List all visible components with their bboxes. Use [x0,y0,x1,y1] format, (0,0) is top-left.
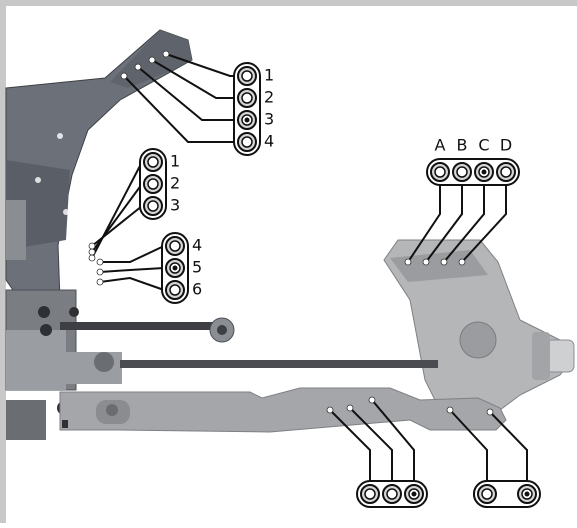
lower-tower-hole-3 [143,196,163,216]
arm-inner-hole-3 [404,484,424,504]
lower-tower-hole-5 [165,258,185,278]
mount-hole-marker [148,56,156,64]
lower-tower-line-2 [91,183,143,253]
hub-hole-D [496,162,516,182]
hub-label-B: B [457,136,468,155]
mount-hole-marker [120,72,128,80]
arm-inner-line-3 [371,399,415,482]
upper-tower-label-4: 4 [264,132,274,151]
hub-line-A [407,184,441,263]
upper-tower-line-3 [137,66,236,121]
lower-tower-line-6 [99,276,165,291]
lower-tower-label-1: 1 [170,152,180,171]
mount-hole-marker [88,248,96,256]
hub-label-C: C [478,136,489,155]
frame-left-bar [0,0,6,523]
mount-hole-marker [96,278,104,286]
hub-line-B [425,184,463,263]
upper-tower-label-3: 3 [264,110,274,129]
mount-hole-marker [326,406,334,414]
arm-inner-line-1 [329,409,371,482]
arm-outer-hole-2 [517,484,537,504]
hub-label-A: A [435,136,446,155]
upper-tower-line-2 [151,59,236,99]
upper-tower-label-1: 1 [264,66,274,85]
arm-outer-line-1 [449,409,488,482]
upper-tower-hole-2 [237,88,257,108]
hub-label-D: D [500,136,512,155]
lower-tower-label-5: 5 [192,258,202,277]
mount-hole-marker [134,63,142,71]
lower-tower-label-3: 3 [170,196,180,215]
hub-line-D [461,184,507,263]
hub-line-C [443,184,485,263]
frame-top-bar [0,0,577,6]
lower-tower-hole-1 [143,152,163,172]
lower-tower-hole-6 [165,280,185,300]
lower-arm [59,387,507,433]
mount-hole-marker [88,242,96,250]
lower-tower-line-1 [91,161,143,259]
arm-inner-hole-2 [382,484,402,504]
mount-hole-marker [440,258,448,266]
arm-outer-hole-1 [477,484,497,504]
mount-hole-marker [458,258,466,266]
lower-tower-label-2: 2 [170,174,180,193]
arm-inner-line-2 [349,407,393,482]
mount-hole-marker [422,258,430,266]
lower-tower-hole-4 [165,236,185,256]
arm-outer-line-2 [489,411,528,482]
lower-tower-hole-2 [143,174,163,194]
upper-tower-hole-1 [237,66,257,86]
mount-hole-marker [446,406,454,414]
lower-tower-line-5 [99,267,165,273]
upper-link [60,317,235,343]
mount-hole-marker [404,258,412,266]
hub-carrier [383,239,575,411]
mount-hole-marker [162,50,170,58]
mount-hole-marker [368,396,376,404]
mount-hole-marker [96,258,104,266]
upper-tower-line-4 [123,75,236,143]
lower-tower-label-6: 6 [192,280,202,299]
mount-hole-marker [88,254,96,262]
upper-tower-hole-4 [237,132,257,152]
lower-tower-line-4 [100,245,165,263]
mount-hole-marker [346,404,354,412]
upper-tower-label-2: 2 [264,88,274,107]
callout-lines [88,50,528,482]
lower-tower-label-4: 4 [192,236,202,255]
mount-hole-marker [486,408,494,416]
hub-hole-B [452,162,472,182]
hub-hole-A [430,162,450,182]
mount-hole-marker [96,268,104,276]
arm-inner-hole-1 [360,484,380,504]
upper-tower-hole-3 [237,110,257,130]
lower-tower-line-3 [91,205,143,247]
lower-link [62,352,438,384]
hub-hole-C [474,162,494,182]
